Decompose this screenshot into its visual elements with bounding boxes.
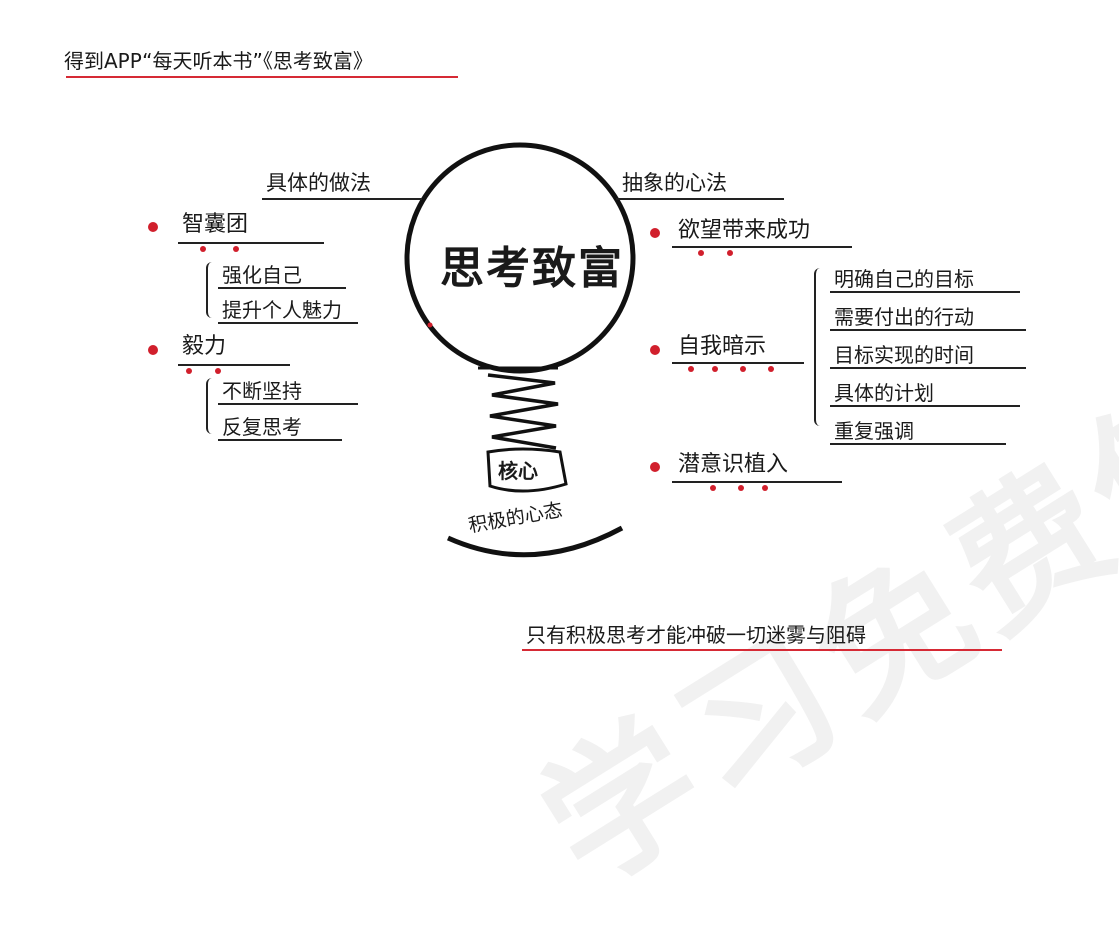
source-note-underline <box>66 76 458 78</box>
core-label: 核心 <box>498 459 538 483</box>
bulb-base <box>486 447 568 493</box>
child-underline <box>830 291 1020 293</box>
footer-note: 只有积极思考才能冲破一切迷雾与阻碍 <box>526 623 866 647</box>
emphasis-dot <box>710 485 716 491</box>
center-title: 思考致富 <box>440 243 624 294</box>
child-underline <box>830 405 1020 407</box>
bullet <box>650 345 660 355</box>
left-group-label: 智囊团 <box>182 212 249 237</box>
right-item-label: 欲望带来成功 <box>678 218 811 243</box>
left-child-label: 反复思考 <box>222 415 302 439</box>
child-underline <box>218 439 342 441</box>
footer-underline <box>522 649 1002 651</box>
right-item-label: 自我暗示 <box>678 334 767 359</box>
emphasis-dot <box>200 246 206 252</box>
brace <box>814 268 826 426</box>
bullet <box>148 222 158 232</box>
bulb-spring <box>487 373 559 450</box>
right-child-label: 重复强调 <box>834 419 914 443</box>
red-mark <box>427 322 433 328</box>
left-heading-underline <box>262 198 422 200</box>
brace <box>206 378 216 434</box>
emphasis-dot <box>233 246 239 252</box>
child-underline <box>218 322 358 324</box>
child-underline <box>218 403 358 405</box>
child-underline <box>830 367 1026 369</box>
emphasis-dot <box>762 485 768 491</box>
child-underline <box>218 287 346 289</box>
emphasis-dot <box>688 366 694 372</box>
emphasis-dot <box>186 368 192 374</box>
right-child-label: 具体的计划 <box>834 381 934 405</box>
child-underline <box>830 329 1026 331</box>
bulb-circle <box>404 142 636 374</box>
child-underline <box>830 443 1006 445</box>
bullet <box>650 462 660 472</box>
left-child-label: 强化自己 <box>222 263 302 287</box>
bulb-arc <box>446 525 624 558</box>
bulb-drawing <box>404 142 636 558</box>
group-underline <box>178 364 290 366</box>
source-note: 得到APP“每天听本书”《思考致富》 <box>64 49 373 73</box>
item-underline <box>672 246 852 248</box>
emphasis-dot <box>768 366 774 372</box>
item-underline <box>672 481 842 483</box>
bullet <box>148 345 158 355</box>
left-group-label: 毅力 <box>182 334 227 359</box>
right-item-label: 潜意识植入 <box>678 452 789 477</box>
brace <box>206 262 216 318</box>
left-child-label: 不断坚持 <box>222 379 302 403</box>
right-heading-underline <box>616 198 784 200</box>
item-underline <box>672 362 804 364</box>
right-heading: 抽象的心法 <box>622 171 727 195</box>
emphasis-dot <box>698 250 704 256</box>
bullet <box>650 228 660 238</box>
right-child-label: 需要付出的行动 <box>834 305 974 329</box>
right-child-label: 目标实现的时间 <box>834 343 974 367</box>
emphasis-dot <box>215 368 221 374</box>
emphasis-dot <box>740 366 746 372</box>
left-heading: 具体的做法 <box>266 171 371 195</box>
emphasis-dot <box>712 366 718 372</box>
left-child-label: 提升个人魅力 <box>222 298 342 322</box>
group-underline <box>178 242 324 244</box>
right-child-label: 明确自己的目标 <box>834 267 974 291</box>
emphasis-dot <box>738 485 744 491</box>
emphasis-dot <box>727 250 733 256</box>
